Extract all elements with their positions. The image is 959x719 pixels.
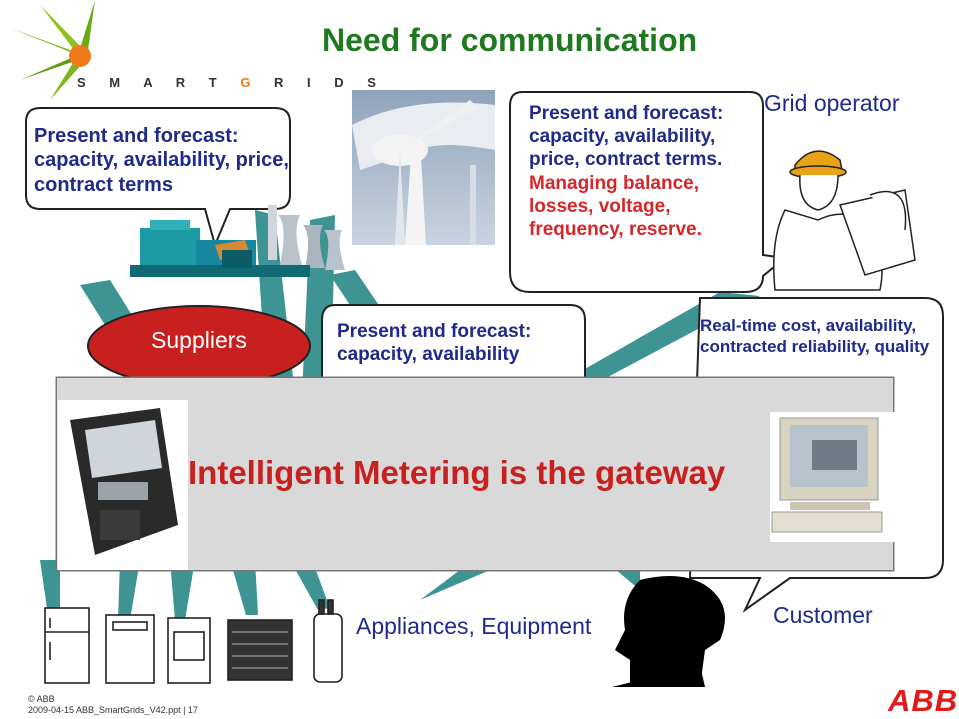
operator-info-text: Present and forecast: capacity, availabi…: [529, 102, 749, 241]
slide-reference: 2009-04-15 ABB_SmartGrids_V42.ppt | 17: [28, 704, 198, 715]
copyright-text: © ABB: [28, 694, 55, 704]
appliance-info-text: Present and forecast: capacity, availabi…: [337, 321, 532, 366]
radiator-icon: [227, 619, 293, 681]
appliances-label: Appliances, Equipment: [356, 613, 592, 639]
power-plant-icon: [130, 205, 345, 277]
grid-operator-label: Grid operator: [764, 90, 900, 116]
washer-icon: [105, 614, 155, 684]
fridge-icon: [44, 607, 90, 684]
abb-logo: ABB: [888, 683, 959, 718]
smart-meter-image-front: [58, 400, 188, 570]
customer-label: Customer: [773, 602, 873, 628]
supplier-info-text: Present and forecast: capacity, availabi…: [34, 125, 289, 196]
oven-icon: [167, 617, 211, 684]
customer-silhouette-icon: [612, 576, 725, 687]
wind-turbine-image: [352, 90, 495, 245]
grid-operator-icon: [773, 150, 916, 291]
page-title: Need for communication: [322, 22, 698, 58]
supplier-info-bubble: [25, 107, 291, 249]
smartgrids-logo-text: S M A R T G R I D S: [77, 75, 386, 90]
computer-image-front: [770, 412, 895, 542]
metering-banner-cover: [56, 377, 894, 571]
suppliers-label: Suppliers: [151, 327, 247, 353]
operator-info-normal: Present and forecast: capacity, availabi…: [529, 103, 724, 171]
boiler-icon: [313, 599, 343, 683]
operator-info-highlight: Managing balance, losses, voltage, frequ…: [529, 172, 702, 240]
operator-info-bubble: [509, 91, 788, 293]
appliance-icons: [44, 599, 343, 684]
slide-footer: © ABB 2009-04-15 ABB_SmartGrids_V42.ppt …: [28, 694, 198, 716]
metering-banner-text: Intelligent Metering is the gateway: [188, 454, 726, 491]
smartgrids-logo-icon: [10, 0, 95, 100]
customer-info-text: Real-time cost, availability, contracted…: [700, 316, 930, 356]
